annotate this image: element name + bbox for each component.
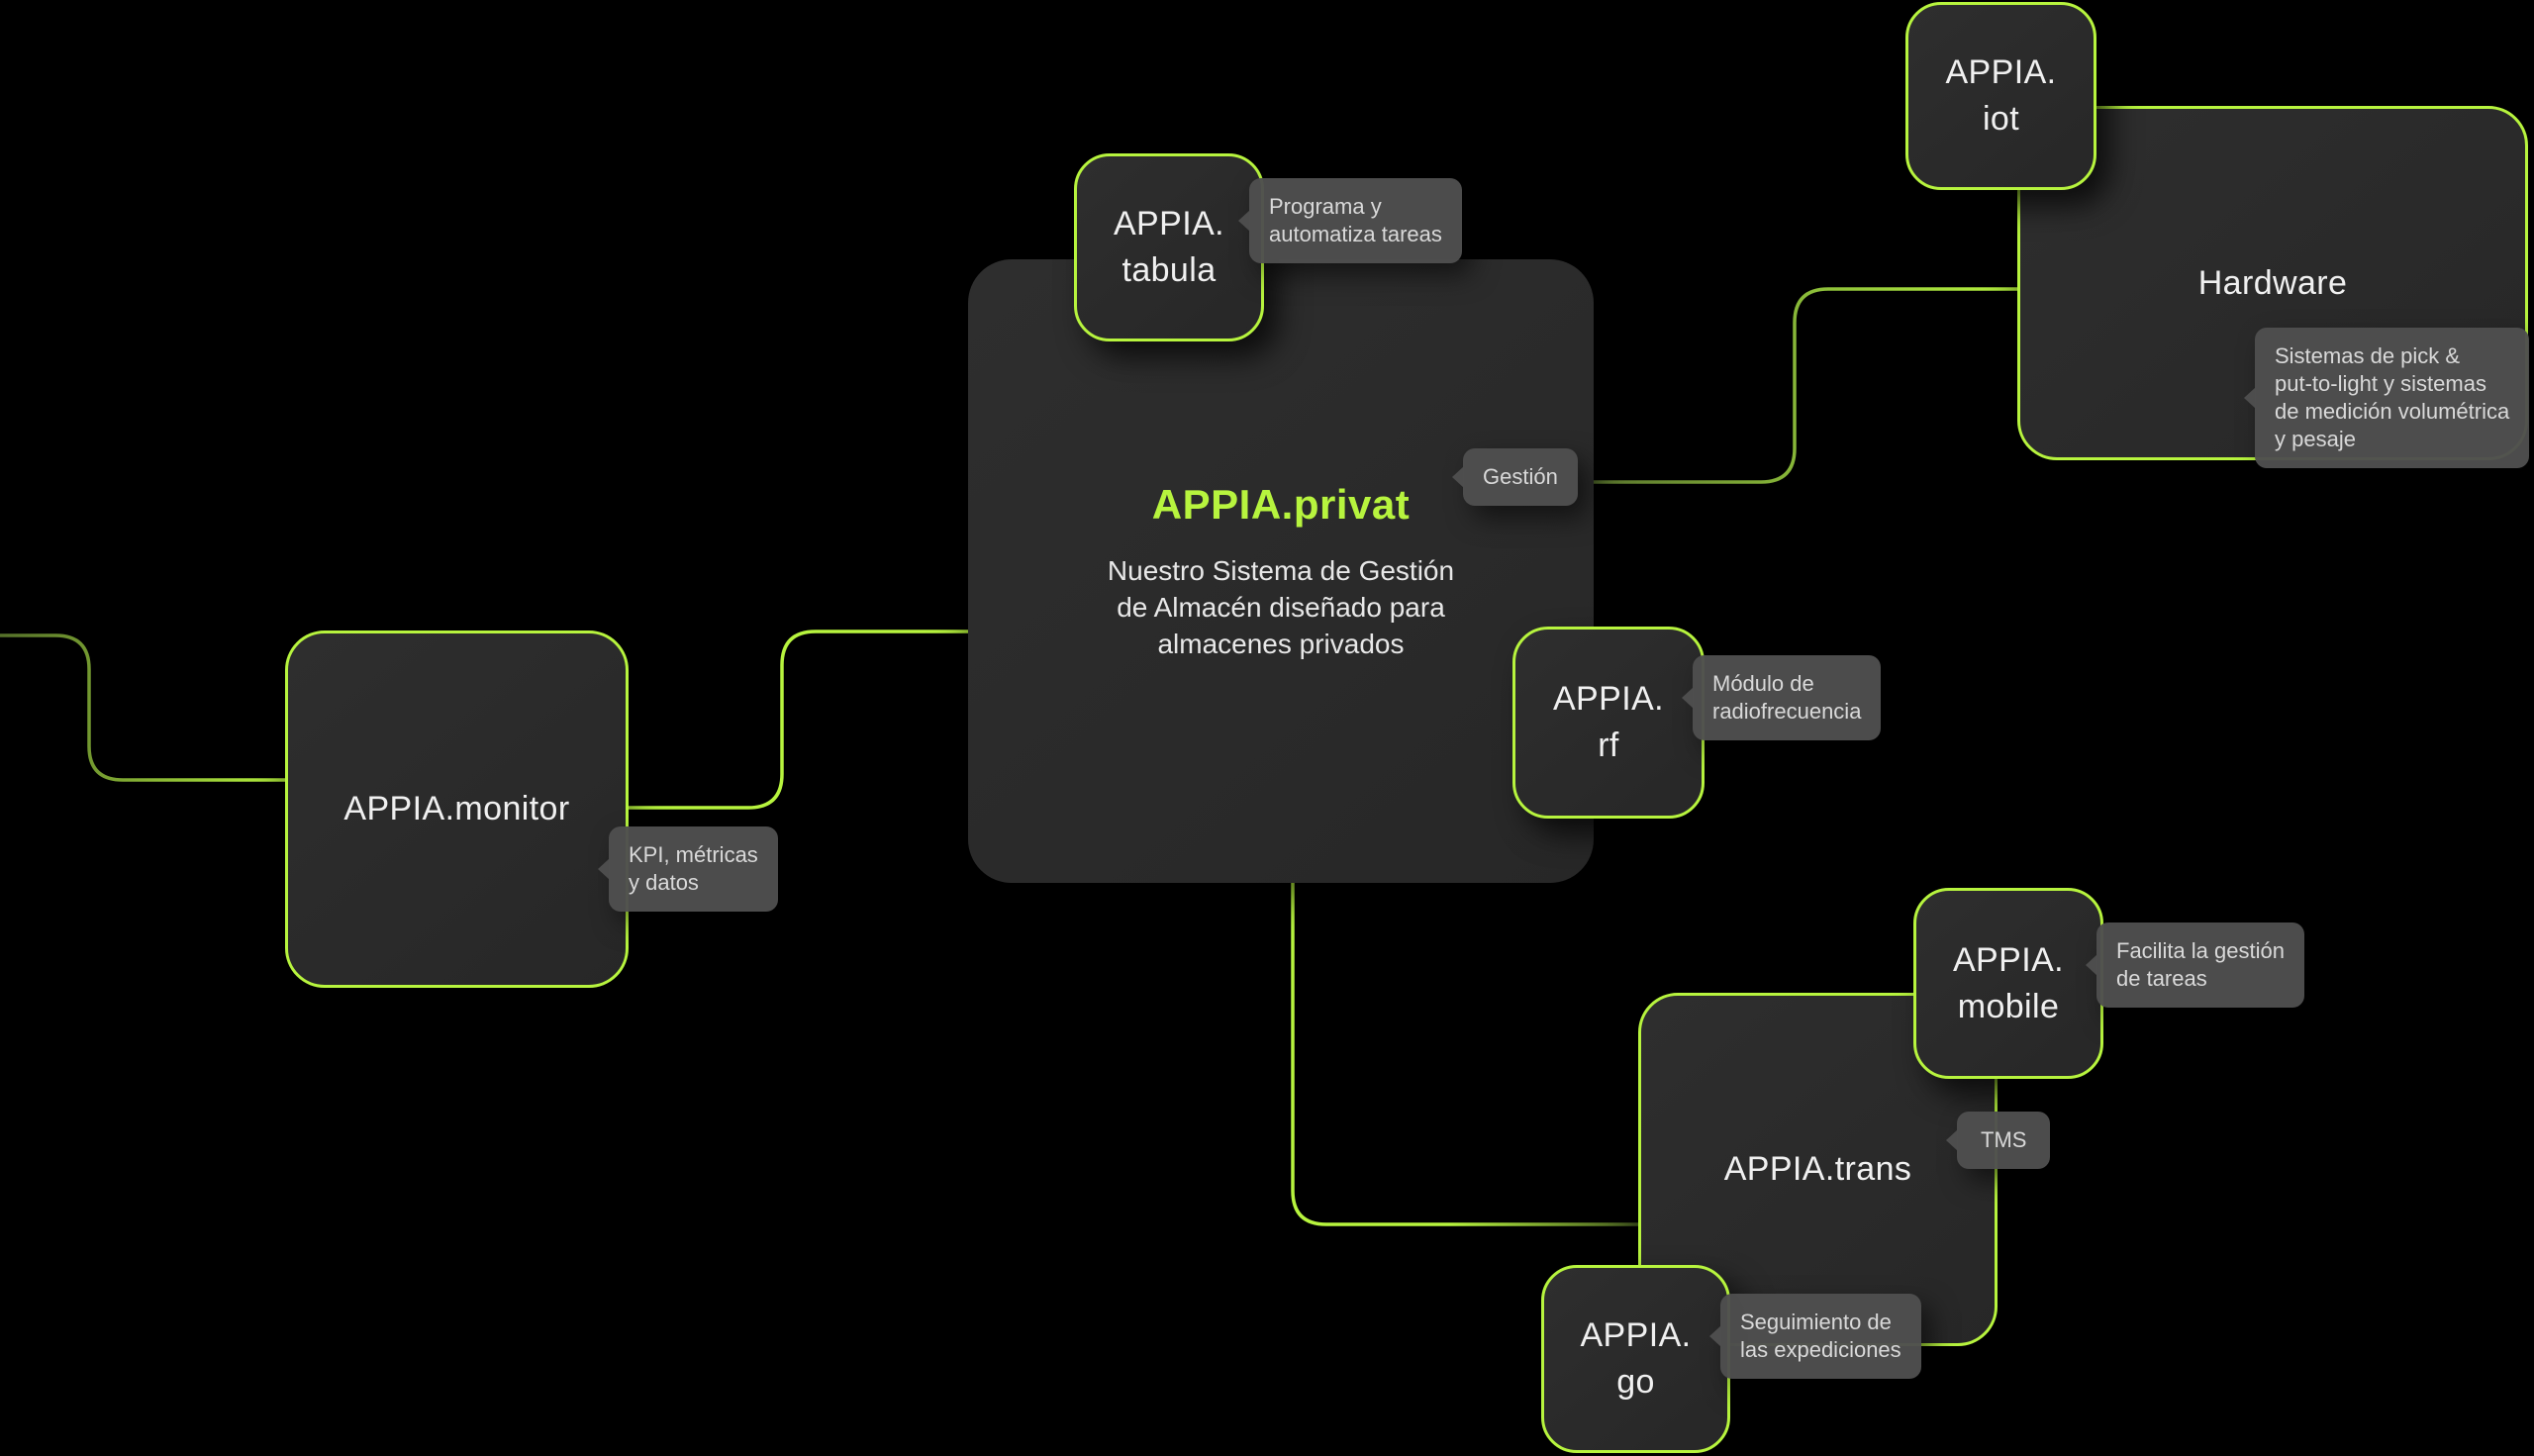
connector-monitor-to-privat <box>629 630 972 810</box>
node-appia-privat[interactable]: APPIA.privat Nuestro Sistema de Gestión … <box>968 259 1594 883</box>
connector-privat-to-hardware <box>1594 287 2021 484</box>
tooltip-hardware: Sistemas de pick & put-to-light y sistem… <box>2255 328 2530 468</box>
node-appia-go[interactable]: APPIA. go <box>1541 1265 1730 1453</box>
iot-label-line2: iot <box>1982 100 2020 138</box>
mobile-label-line1: APPIA. <box>1952 940 2064 979</box>
connector-edge-to-monitor <box>0 633 289 782</box>
tooltip-line: Seguimiento de <box>1740 1310 1892 1334</box>
node-appia-tabula[interactable]: APPIA. tabula <box>1074 153 1264 341</box>
tooltip-monitor: KPI, métricas y datos <box>609 826 778 912</box>
go-label-line2: go <box>1616 1363 1655 1401</box>
tooltip-line: Facilita la gestión <box>2116 938 2285 963</box>
tooltip-mobile: Facilita la gestión de tareas <box>2096 922 2304 1008</box>
tooltip-line: KPI, métricas <box>629 842 758 867</box>
node-appia-mobile[interactable]: APPIA. mobile <box>1913 888 2103 1079</box>
tooltip-line: put-to-light y sistemas <box>2275 371 2486 396</box>
monitor-label: APPIA.monitor <box>343 790 570 827</box>
tabula-label-line2: tabula <box>1121 251 1217 289</box>
iot-label-line1: APPIA. <box>1945 53 2057 91</box>
tooltip-line: de tareas <box>2116 966 2207 991</box>
privat-subtitle-line: de Almacén diseñado para <box>1117 591 1445 623</box>
privat-title: APPIA.privat <box>1151 480 1411 528</box>
connector-privat-to-trans <box>1291 883 1642 1226</box>
go-label-line1: APPIA. <box>1580 1316 1692 1354</box>
privat-subtitle-line: almacenes privados <box>1157 628 1405 659</box>
mobile-label-line2: mobile <box>1957 987 2060 1025</box>
tooltip-line: y pesaje <box>2275 427 2356 451</box>
tooltip-line: Sistemas de pick & <box>2275 343 2461 368</box>
tooltip-tms: TMS <box>1957 1112 2051 1169</box>
rf-label-line1: APPIA. <box>1552 680 1664 718</box>
tooltip-line: Programa y <box>1269 194 1382 219</box>
hardware-label: Hardware <box>2197 263 2348 302</box>
privat-subtitle-line: Nuestro Sistema de Gestión <box>1107 554 1455 586</box>
tooltip-line: radiofrecuencia <box>1712 699 1862 724</box>
tooltip-line: las expediciones <box>1740 1337 1901 1362</box>
trans-label: APPIA.trans <box>1723 1150 1912 1188</box>
privat-subtitle: Nuestro Sistema de Gestión de Almacén di… <box>1108 552 1454 662</box>
tooltip-line: automatiza tareas <box>1269 222 1442 246</box>
tabula-label-line1: APPIA. <box>1113 205 1224 243</box>
tooltip-line: de medición volumétrica <box>2275 399 2510 424</box>
tooltip-rf: Módulo de radiofrecuencia <box>1693 655 1882 740</box>
tooltip-line: TMS <box>1981 1127 2027 1152</box>
tooltip-tabula: Programa y automatiza tareas <box>1249 178 1462 263</box>
tooltip-gestion: Gestión <box>1463 448 1578 506</box>
rf-label-line2: rf <box>1598 727 1619 764</box>
tooltip-line: Módulo de <box>1712 671 1814 696</box>
node-appia-rf[interactable]: APPIA. rf <box>1512 627 1705 819</box>
tooltip-go: Seguimiento de las expediciones <box>1720 1294 1921 1379</box>
tooltip-line: Gestión <box>1483 464 1558 489</box>
node-appia-iot[interactable]: APPIA. iot <box>1905 2 2096 190</box>
tooltip-line: y datos <box>629 870 699 895</box>
node-appia-monitor[interactable]: APPIA.monitor <box>285 631 629 988</box>
